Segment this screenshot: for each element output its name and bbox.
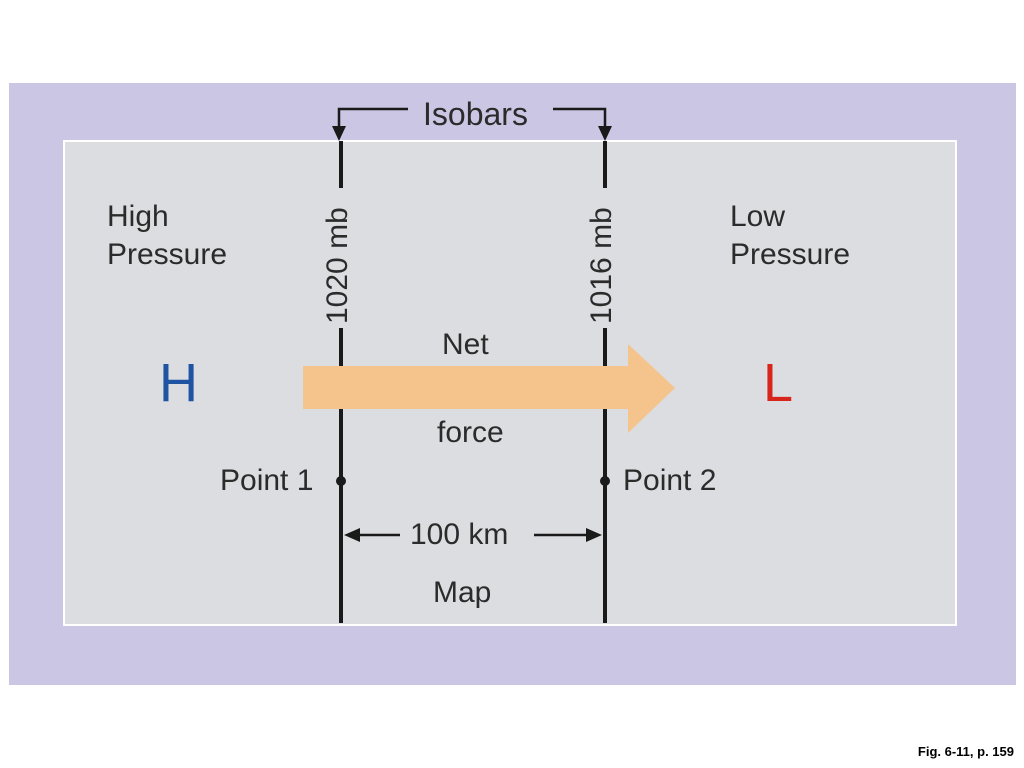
distance-arrowhead-right	[586, 528, 602, 542]
point-2-marker	[600, 476, 610, 486]
low-pressure-label: Low Pressure	[730, 198, 850, 274]
isobars-label: Isobars	[423, 96, 528, 132]
isobars-arrowhead-right	[598, 126, 612, 141]
isobars-bracket-right	[553, 107, 607, 128]
high-symbol: H	[159, 353, 198, 413]
net-force-label-top: Net	[442, 328, 489, 361]
low-pressure-line2: Pressure	[730, 238, 851, 271]
distance-arrowhead-left	[344, 528, 360, 542]
high-pressure-line2: Pressure	[107, 238, 228, 271]
high-pressure-label: High Pressure	[107, 198, 227, 274]
point-2-label: Point 2	[623, 464, 717, 497]
isobars-arrowhead-left	[332, 126, 346, 141]
isobar-left-value: 1020 mb	[321, 207, 354, 324]
high-pressure-line1: High	[107, 200, 169, 233]
point-1-label: Point 1	[220, 464, 314, 497]
point-1-marker	[336, 476, 346, 486]
net-force-label-bottom: force	[437, 416, 504, 449]
low-symbol: L	[763, 353, 794, 413]
low-pressure-line1: Low	[730, 200, 786, 233]
isobars-bracket-left	[337, 107, 408, 128]
map-label: Map	[433, 576, 492, 609]
net-force-arrow	[303, 344, 675, 433]
isobar-right-value: 1016 mb	[585, 207, 618, 324]
distance-label: 100 km	[410, 518, 509, 551]
figure-caption: Fig. 6-11, p. 159	[917, 744, 1014, 759]
